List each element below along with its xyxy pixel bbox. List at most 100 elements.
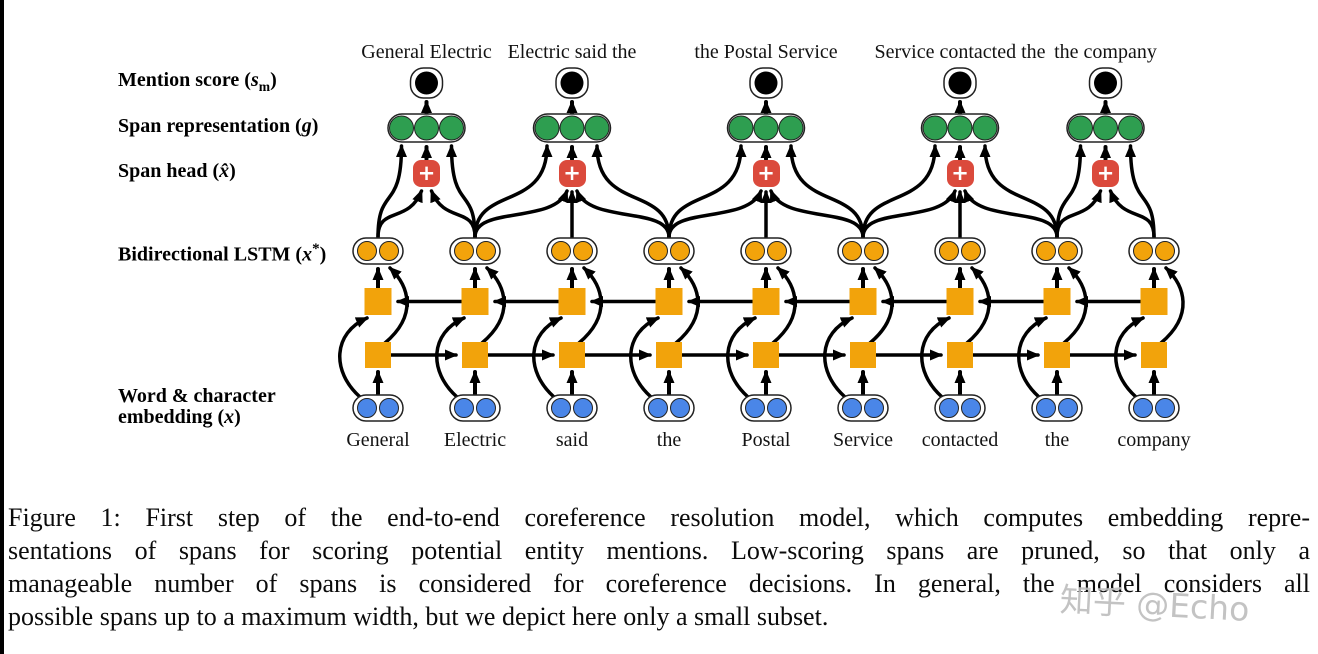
arrow: [769, 189, 865, 239]
lstm-output-unit: [1155, 241, 1175, 261]
word-label: Postal: [741, 429, 791, 451]
arrow: [429, 189, 477, 239]
span-representation-unit: [753, 115, 779, 141]
backward-lstm-cell: [558, 288, 586, 315]
backward-lstm-cell: [364, 288, 392, 315]
lstm-output-unit: [357, 241, 377, 261]
span-label: the Postal Service: [694, 41, 838, 63]
span-representation-unit: [439, 115, 464, 141]
arrow: [726, 316, 757, 399]
arrow: [979, 144, 1059, 239]
lstm-output-unit: [745, 241, 765, 261]
arrow: [591, 144, 671, 239]
span-representation-unit: [584, 115, 610, 141]
lstm-output-unit: [864, 241, 884, 261]
forward-lstm-cell: [850, 342, 876, 368]
arrow: [674, 266, 700, 345]
span-head-plus: +: [413, 160, 440, 187]
lstm-output-unit: [939, 241, 959, 261]
embedding-unit: [767, 398, 787, 418]
backward-lstm-cell: [849, 288, 877, 315]
forward-lstm-cell: [753, 342, 779, 368]
span-representation-unit: [414, 115, 439, 141]
forward-lstm-cell: [947, 342, 973, 368]
word-label: General: [346, 429, 410, 451]
watermark: 知乎 @Echo: [1058, 580, 1251, 629]
arrow: [480, 266, 506, 345]
span-head-plus: +: [1092, 160, 1119, 187]
arrow: [1017, 316, 1048, 399]
arrow: [667, 144, 747, 239]
span-representation-unit: [972, 115, 998, 141]
layer-label: Mention score (sm): [118, 69, 277, 95]
arrow: [861, 144, 941, 239]
span-representation-unit: [1118, 115, 1143, 141]
word-label: Electric: [443, 429, 507, 451]
word-label: contacted: [921, 429, 999, 451]
caption-line: sentations of spans for scoring potentia…: [8, 536, 1310, 565]
lstm-output-unit: [379, 241, 399, 261]
lstm-output-unit: [1133, 241, 1153, 261]
forward-lstm-cell: [559, 342, 585, 368]
arrow: [1159, 266, 1185, 345]
arrow: [771, 266, 797, 345]
backward-lstm-cell: [946, 288, 974, 315]
arrow: [861, 189, 957, 239]
forward-lstm-cell: [365, 342, 391, 368]
arrow: [965, 266, 991, 345]
arrow: [963, 189, 1059, 239]
span-label: Service contacted the: [874, 41, 1046, 63]
arrow: [575, 189, 671, 239]
embedding-unit: [670, 398, 690, 418]
span-representation-unit: [728, 115, 754, 141]
arrow: [435, 316, 466, 399]
mention-score-unit: [754, 71, 778, 95]
span-label: Electric said the: [507, 41, 637, 63]
arrow: [577, 266, 603, 345]
lstm-output-unit: [476, 241, 496, 261]
embedding-unit: [864, 398, 884, 418]
arrow: [376, 189, 424, 239]
arrow: [1114, 316, 1145, 399]
embedding-unit: [745, 398, 765, 418]
lstm-output-unit: [961, 241, 981, 261]
lstm-output-unit: [573, 241, 593, 261]
lstm-output-unit: [551, 241, 571, 261]
arrow: [473, 144, 553, 239]
span-representation-unit: [1068, 115, 1093, 141]
embedding-unit: [1155, 398, 1175, 418]
mention-score-unit: [415, 71, 438, 95]
span-head-plus: +: [752, 160, 780, 187]
embedding-unit: [1058, 398, 1078, 418]
span-label: General Electric: [361, 41, 492, 63]
left-edge-line: [0, 0, 4, 654]
arrow: [532, 316, 563, 399]
embedding-unit: [551, 398, 571, 418]
embedding-unit: [476, 398, 496, 418]
arrow: [446, 144, 477, 239]
arrow: [629, 316, 660, 399]
figure-caption: Figure 1: First step of the end-to-end c…: [8, 501, 1310, 633]
lstm-output-unit: [1058, 241, 1078, 261]
embedding-unit: [357, 398, 377, 418]
embedding-unit: [454, 398, 474, 418]
forward-lstm-cell: [1141, 342, 1167, 368]
embedding-unit: [648, 398, 668, 418]
embedding-unit: [939, 398, 959, 418]
embedding-unit: [573, 398, 593, 418]
lstm-output-unit: [767, 241, 787, 261]
arrow: [473, 189, 569, 239]
arrow: [823, 316, 854, 399]
word-label: said: [555, 429, 589, 451]
backward-lstm-cell: [1140, 288, 1168, 315]
caption-line: possible spans up to a maximum width, bu…: [8, 602, 829, 631]
span-representation-unit: [922, 115, 948, 141]
caption-line: manageable number of spans is considered…: [8, 569, 1310, 598]
forward-lstm-cell: [462, 342, 488, 368]
arrow: [1055, 144, 1086, 239]
embedding-unit: [379, 398, 399, 418]
backward-lstm-cell: [752, 288, 780, 315]
span-representation-unit: [947, 115, 973, 141]
arrow: [383, 266, 409, 345]
